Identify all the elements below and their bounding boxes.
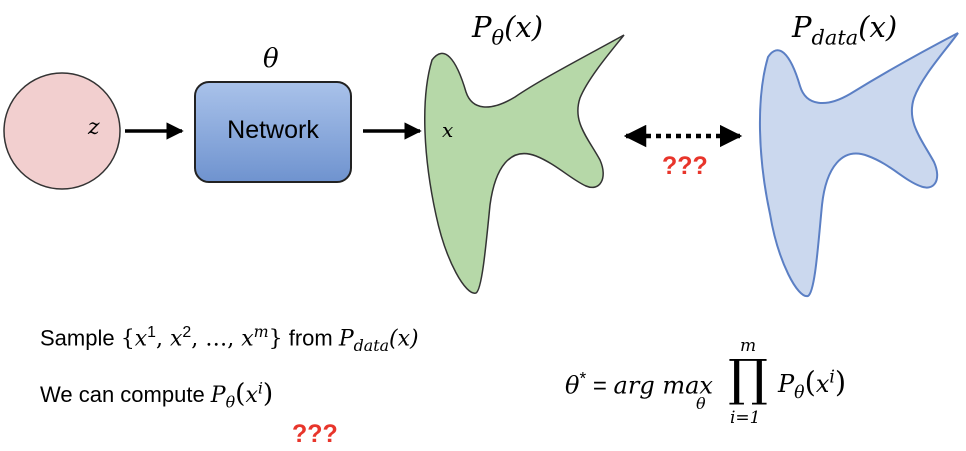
compute-p-sub: θ (225, 392, 236, 412)
formula-prod-top: m (740, 336, 757, 356)
compute-open: ( (235, 378, 246, 409)
model-distribution-shape (424, 34, 625, 294)
network-param-label: θ (263, 44, 279, 74)
compute-p: P (210, 383, 226, 408)
sample-p: P (338, 326, 354, 352)
sample-e2: 2 (182, 324, 192, 341)
model-distribution-title: Pθ(x) (472, 10, 543, 49)
sample-em: m (253, 322, 269, 341)
formula-argmax: arg max (613, 371, 713, 400)
formula-prod-bottom: i=1 (730, 408, 761, 428)
latent-label: z (88, 115, 100, 140)
model-title-p: P (472, 10, 492, 44)
formula-close: ) (834, 365, 847, 399)
network-label: Network (227, 116, 319, 144)
sample-e1: 1 (147, 324, 156, 341)
formula-star: * (579, 368, 587, 388)
sample-dots: … (205, 326, 228, 352)
data-distribution-title: Pdata(x) (792, 10, 897, 49)
formula-p-sub: θ (794, 383, 805, 404)
compute-x: x (245, 383, 258, 408)
sample-set-close: } (268, 326, 283, 352)
data-title-arg: (x) (858, 10, 898, 44)
formula-p: P (778, 370, 795, 398)
mle-formula-rhs: Pθ(xi) (778, 365, 846, 403)
compute-statement: We can compute Pθ(xi) (40, 378, 273, 412)
compute-question: ??? (292, 420, 338, 448)
model-title-sub: θ (491, 25, 505, 50)
data-distribution-shape (758, 32, 959, 298)
formula-prod-symbol: ∏ (728, 349, 768, 407)
sample-p-sub: data (353, 336, 390, 356)
data-title-sub: data (811, 25, 859, 50)
sample-prefix: Sample (40, 325, 121, 351)
comparison-question: ??? (662, 152, 708, 180)
model-point-label: x (442, 118, 454, 142)
latent-circle (3, 72, 121, 190)
compute-sup: i (257, 378, 263, 398)
sample-set-open: { (120, 326, 135, 352)
formula-open: ( (804, 365, 816, 399)
sample-mid: from (282, 325, 339, 351)
sample-xm: x (241, 326, 254, 352)
sample-statement: Sample {x1, x2, …, xm} from Pdata(x) (40, 322, 419, 356)
model-title-arg: (x) (504, 10, 544, 44)
sample-p-arg: (x) (389, 326, 419, 352)
sample-x2: x (169, 326, 183, 352)
compute-close: ) (262, 378, 274, 409)
sample-x1: x (134, 326, 148, 352)
data-title-p: P (792, 10, 812, 44)
mle-formula-lhs: θ* = arg max (565, 368, 713, 401)
formula-argmax-under: θ (696, 394, 706, 413)
compute-prefix: We can compute (40, 382, 211, 407)
network-box (194, 81, 352, 183)
formula-sup: i (829, 367, 835, 388)
formula-eq: = (586, 372, 614, 400)
formula-theta: θ (565, 371, 580, 400)
formula-x: x (815, 370, 830, 398)
